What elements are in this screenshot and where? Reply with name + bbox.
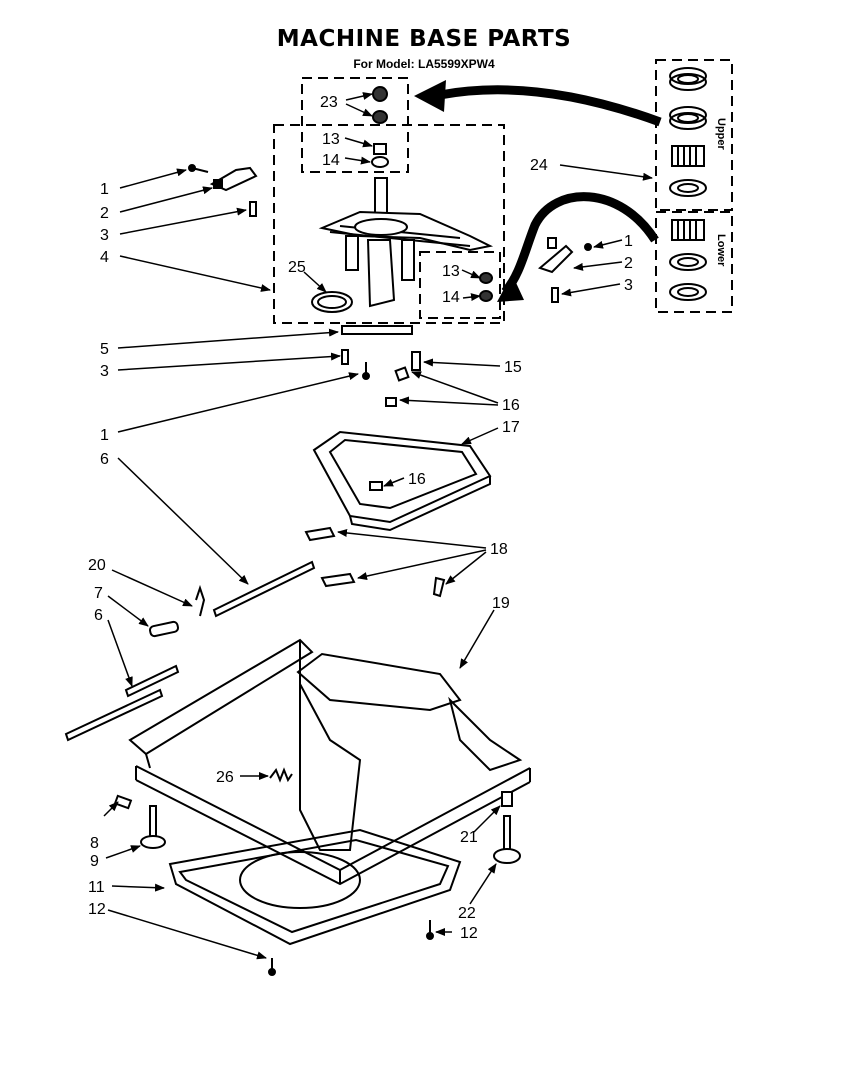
top-bearing-stack (371, 86, 389, 168)
hardware-left-top (188, 164, 258, 217)
callout-20: 20 (88, 557, 106, 574)
box-side-bearings (419, 251, 501, 319)
pads-16 (369, 366, 410, 491)
bearing-ring-2 (669, 106, 707, 130)
callout-12: 12 (460, 925, 478, 942)
hardware-right-top (537, 237, 592, 303)
diagram-title: MACHINE BASE PARTS (276, 26, 572, 52)
bearing-ring-5 (669, 283, 707, 301)
callout-26: 26 (216, 769, 234, 786)
model-label: For Model: (353, 57, 415, 71)
bearing-roller-2 (671, 219, 705, 241)
box-bearing-kit-lower (655, 211, 733, 313)
screws-12 (268, 920, 434, 976)
spring-15 (411, 351, 421, 371)
bearing-ring-1 (669, 67, 707, 91)
bearing-kit-rings (669, 67, 707, 301)
callout-3: 3 (100, 363, 109, 380)
callout-numbers: 23 13 14 24 1 2 3 4 25 13 14 1 2 3 5 3 1… (88, 94, 633, 942)
callout-9: 9 (90, 853, 99, 870)
callout-13: 13 (322, 131, 340, 148)
dashed-group-boxes (273, 59, 733, 324)
upper-kit-arrow (439, 85, 662, 127)
callout-16: 16 (408, 471, 426, 488)
callout-14: 14 (442, 289, 460, 306)
gear-housing-assembly (318, 177, 494, 308)
callout-24: 24 (530, 157, 548, 174)
brake-frame-17 (312, 430, 492, 532)
pad-7 (149, 620, 179, 638)
callout-22: 22 (458, 905, 476, 922)
callout-23: 23 (320, 94, 338, 111)
hardware-middle (341, 325, 421, 380)
box-main-assembly (273, 124, 505, 324)
callout-3: 3 (100, 227, 109, 244)
callout-15: 15 (504, 359, 522, 376)
callout-3: 3 (624, 277, 633, 294)
callout-1: 1 (100, 181, 109, 198)
callout-14: 14 (322, 152, 340, 169)
callout-8: 8 (90, 835, 99, 852)
base-frame-19 (128, 638, 531, 886)
callout-2: 2 (100, 205, 109, 222)
clips-18 (304, 526, 446, 598)
callout-6: 6 (94, 607, 103, 624)
callout-16: 16 (502, 397, 520, 414)
callout-1: 1 (624, 233, 633, 250)
leveling-leg-left (113, 794, 166, 849)
callout-17: 17 (502, 419, 520, 436)
bearing-ring-3 (669, 179, 707, 197)
clip-20 (195, 584, 206, 617)
callout-18: 18 (490, 541, 508, 558)
side-parts (64, 560, 316, 742)
callout-2: 2 (624, 255, 633, 272)
bearing-ring-4 (669, 253, 707, 271)
callout-1: 1 (100, 427, 109, 444)
leader-lines (103, 92, 653, 960)
leveling-leg-right (493, 791, 521, 864)
kit-arrows (414, 80, 662, 302)
bearing-roller-1 (671, 145, 705, 167)
callout-25: 25 (288, 259, 306, 276)
side-bearings (479, 272, 493, 302)
bar-6-lower (124, 664, 180, 698)
bar-6-upper (212, 560, 316, 618)
kit-lower-label: Lower (715, 234, 727, 267)
box-bearing-kit-upper (655, 59, 733, 211)
callout-19: 19 (492, 595, 510, 612)
base-pan-11 (168, 828, 462, 946)
spring-26 (269, 767, 293, 783)
callout-11: 11 (88, 879, 105, 896)
model-number: LA5599XPW4 (417, 57, 495, 71)
seal-ring-25 (311, 291, 353, 313)
bracket-5 (341, 325, 413, 335)
callout-4: 4 (100, 249, 109, 266)
callout-21: 21 (460, 829, 478, 846)
callout-7: 7 (94, 585, 103, 602)
model-subtitle: For Model: LA5599XPW4 (0, 57, 848, 71)
callout-5: 5 (100, 341, 109, 358)
callout-13: 13 (442, 263, 460, 280)
callout-6: 6 (100, 451, 109, 468)
kit-upper-label: Upper (715, 118, 727, 151)
lower-kit-arrow (501, 192, 659, 295)
callout-12: 12 (88, 901, 106, 918)
